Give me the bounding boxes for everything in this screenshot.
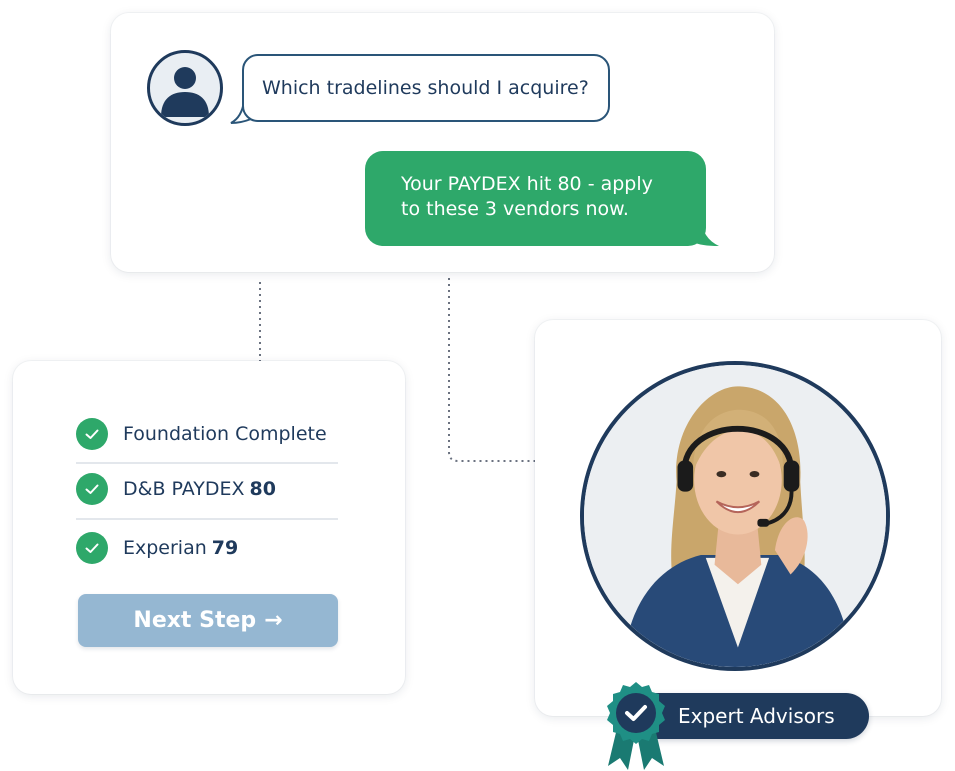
award-ribbon-icon xyxy=(600,680,672,770)
advisor-photo xyxy=(580,361,890,671)
checkmark-icon xyxy=(76,418,108,450)
chat-card: Which tradelines should I acquire? Your … xyxy=(111,13,774,272)
user-avatar-icon xyxy=(147,50,223,126)
expert-advisor-card xyxy=(535,320,941,716)
advisor-reply-line-2: to these 3 vendors now. xyxy=(401,198,629,220)
checklist-item: Foundation Complete xyxy=(76,414,338,454)
next-step-button[interactable]: Next Step → xyxy=(78,594,338,647)
advisor-bubble-tail xyxy=(693,218,719,246)
divider xyxy=(76,518,338,520)
advisor-reply-line-1: Your PAYDEX hit 80 - apply xyxy=(401,173,653,195)
next-step-label: Next Step xyxy=(133,608,257,633)
expert-advisors-label: Expert Advisors xyxy=(678,704,835,728)
advisor-reply-bubble: Your PAYDEX hit 80 - apply to these 3 ve… xyxy=(365,151,706,246)
divider xyxy=(76,462,338,464)
user-message-bubble: Which tradelines should I acquire? xyxy=(242,54,610,122)
paydex-score: 80 xyxy=(249,478,276,500)
checkmark-icon xyxy=(76,532,108,564)
checkmark-icon xyxy=(76,473,108,505)
expert-advisors-badge: Expert Advisors xyxy=(626,693,869,739)
experian-score: 79 xyxy=(211,537,239,559)
user-message-text: Which tradelines should I acquire? xyxy=(262,77,589,99)
arrow-right-icon: → xyxy=(264,608,283,633)
checklist-item-label: Foundation Complete xyxy=(123,423,327,445)
